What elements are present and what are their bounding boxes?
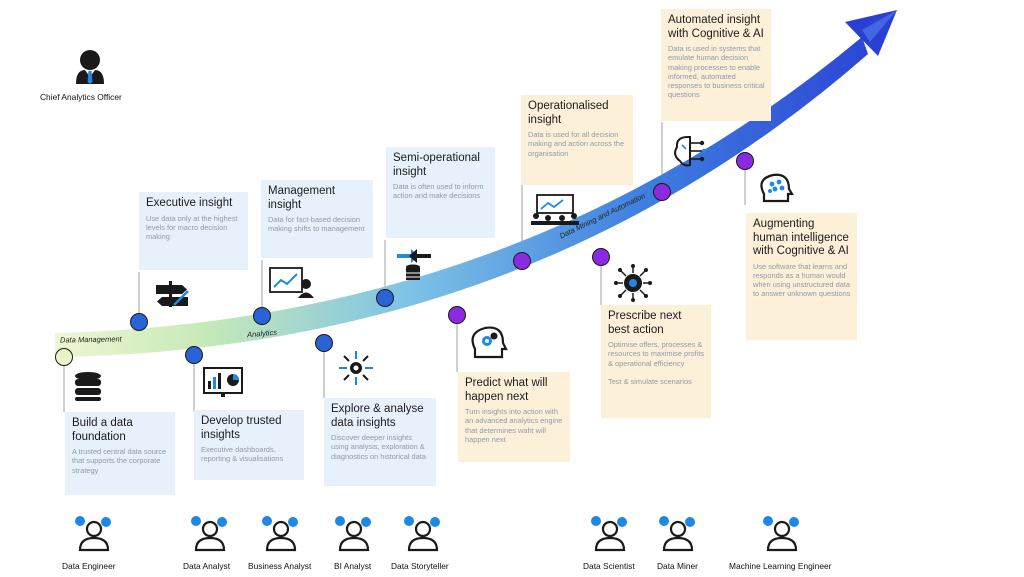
stage-title: Prescribe next best action <box>608 310 682 336</box>
role-label-data-engineer: Data Engineer <box>62 561 116 571</box>
stage-card-explore-analyse: Explore & analyse data insights Discover… <box>324 398 436 486</box>
stage-title: Augmenting human intelligence with Cogni… <box>753 218 849 257</box>
role-label-data-analyst: Data Analyst <box>183 561 231 571</box>
data-engineer-person-icon <box>72 512 116 557</box>
head-gears-icon <box>471 326 508 359</box>
node-operationalised <box>513 252 531 270</box>
stage-description: Optimise offers, processes & resources t… <box>608 340 705 387</box>
node-develop-insights <box>185 346 203 364</box>
stage-card-prescribe-action: Prescribe next best action Optimise offe… <box>601 305 711 418</box>
stage-card-automated-insight: Automated insight with Cognitive & AI Da… <box>661 9 771 121</box>
bi-analyst-person-icon <box>332 512 376 557</box>
stage-card-executive-insight: Executive insight Use data only at the h… <box>139 192 248 270</box>
stage-description: Executive dashboards, reporting & visual… <box>201 445 284 464</box>
node-explore-analyse <box>315 334 333 352</box>
ai-brain-head-icon <box>760 173 794 203</box>
stage-title: Develop trusted insights <box>201 415 282 441</box>
stage-description: Discover deeper insights using analysis,… <box>331 433 426 461</box>
role-label-bi-analyst: BI Analyst <box>334 561 372 571</box>
business-analyst-person-icon <box>259 512 303 557</box>
data-analyst-person-icon <box>188 512 232 557</box>
explore-hub-icon <box>339 351 373 385</box>
circuit-brain-icon <box>674 136 707 167</box>
stage-title: Build a data foundation <box>72 417 133 443</box>
stage-card-augmenting: Augmenting human intelligence with Cogni… <box>746 213 857 340</box>
stage-description: Data is used for all decision making and… <box>528 130 625 158</box>
node-semi-operational <box>376 289 394 307</box>
stage-description: Turn insights into action with an advanc… <box>465 407 563 444</box>
stage-title: Explore & analyse data insights <box>331 403 424 429</box>
role-label-data-storyteller: Data Storyteller <box>391 561 449 571</box>
node-build-foundation <box>55 348 73 366</box>
stage-description: Use data only at the highest levels for … <box>146 213 238 242</box>
stage-description: A trusted central data source that suppo… <box>72 447 167 475</box>
database-icon <box>75 372 101 401</box>
stage-card-predict-next: Predict what will happen next Turn insig… <box>458 372 570 462</box>
stage-description: Data for fact-based decision making shif… <box>268 215 365 234</box>
leader-label: Chief Analytics Officer <box>40 92 122 102</box>
role-label-data-scientist: Data Scientist <box>583 561 635 571</box>
leader-person-icon <box>76 50 104 84</box>
data-miner-person-icon <box>656 512 700 557</box>
stage-title: Executive insight <box>146 197 233 209</box>
stage-card-build-foundation: Build a data foundation A trusted centra… <box>65 412 175 495</box>
node-executive-insight <box>130 313 148 331</box>
data-scientist-person-icon <box>588 512 632 557</box>
meeting-presentation-icon <box>531 194 579 225</box>
role-label-data-miner: Data Miner <box>657 561 698 571</box>
stage-description: Use software that learns and responds as… <box>753 261 851 299</box>
curve-label-data-management: Data Management <box>59 334 122 345</box>
ml-engineer-person-icon <box>760 512 804 557</box>
node-automated-insight <box>653 183 671 201</box>
signpost-icon <box>156 281 189 307</box>
network-gear-icon <box>614 264 652 302</box>
role-label-ml-engineer: Machine Learning Engineer <box>729 561 832 571</box>
node-prescribe-action <box>592 248 610 266</box>
role-label-business-analyst: Business Analyst <box>248 561 312 571</box>
stage-nodes <box>55 152 754 366</box>
stage-card-operationalised: Operationalised insight Data is used for… <box>521 95 633 185</box>
node-augmenting <box>736 152 754 170</box>
node-predict-next <box>448 306 466 324</box>
node-management-insight <box>253 307 271 325</box>
stage-title: Automated insight with Cognitive & AI <box>668 14 764 40</box>
stage-title: Semi-operational insight <box>393 152 480 178</box>
stage-title: Predict what will happen next <box>465 377 548 403</box>
stage-title: Management insight <box>268 185 336 211</box>
data-storyteller-person-icon <box>401 512 445 557</box>
presenter-chart-icon <box>269 267 314 298</box>
database-arrows-icon <box>397 249 431 280</box>
dashboard-icon <box>203 367 243 397</box>
stage-description: Data is often used to inform action and … <box>393 182 484 201</box>
stage-card-develop-insights: Develop trusted insights Executive dashb… <box>194 410 304 480</box>
stage-card-semi-operational: Semi-operational insight Data is often u… <box>386 147 495 238</box>
stage-description: Data is used in systems that emulate hum… <box>668 44 765 100</box>
stage-card-management-insight: Management insight Data for fact-based d… <box>261 180 373 258</box>
stage-title: Operationalised insight <box>528 100 609 126</box>
